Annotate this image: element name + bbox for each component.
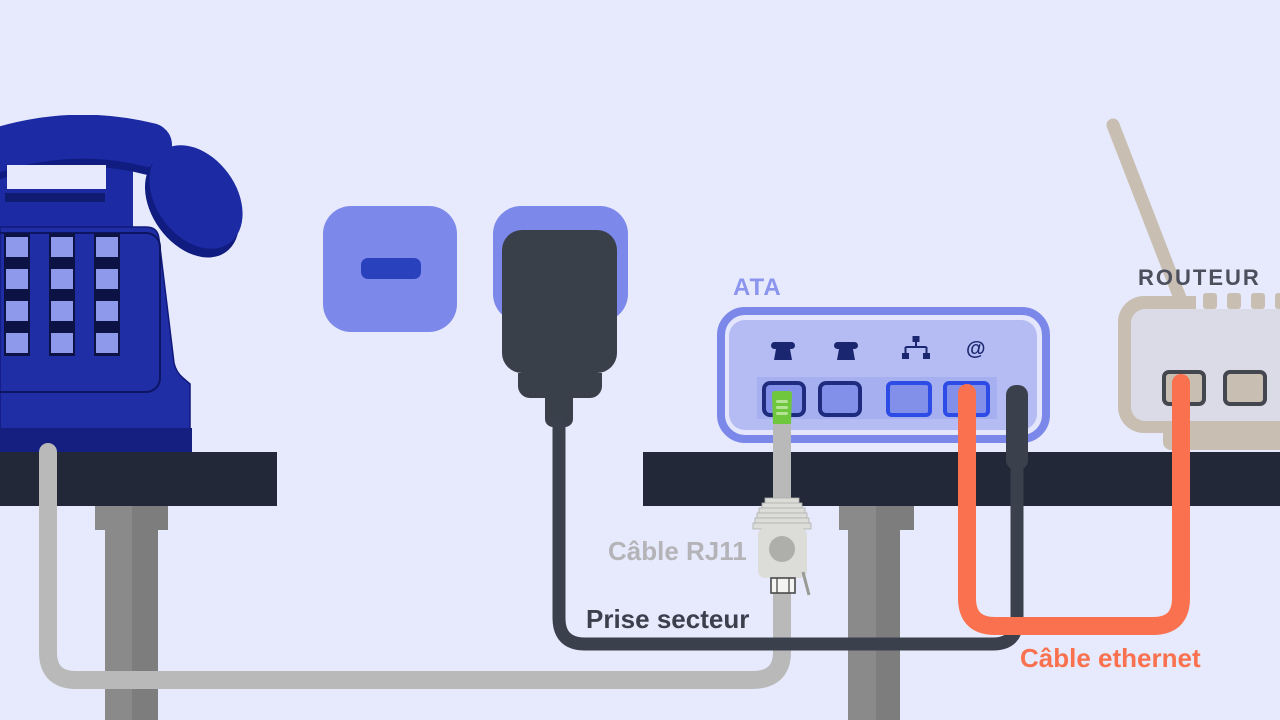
connector-latch <box>801 571 811 596</box>
table-right <box>643 452 1280 506</box>
table-left <box>0 452 277 506</box>
phone-icon <box>771 342 795 360</box>
router-vent <box>1227 293 1241 309</box>
phone-icon <box>834 342 858 360</box>
power-adapter-neck <box>545 398 573 427</box>
power-adapter <box>502 230 617 373</box>
phone-base <box>0 428 192 453</box>
power-outlet-label: Prise secteur <box>586 604 750 634</box>
router-ethernet-port-1 <box>1162 370 1206 406</box>
ata-phone-port-2 <box>818 381 862 417</box>
handset-bar <box>0 115 172 173</box>
table-right-leg-shade <box>876 530 900 720</box>
router-vent <box>1275 293 1280 309</box>
connector-hole <box>769 536 795 562</box>
router-ethernet-port-2 <box>1223 370 1267 406</box>
router-vent <box>1203 293 1217 309</box>
telephone-illustration <box>0 115 243 454</box>
ata-label: ATA <box>733 274 782 301</box>
ata-phone-port-1 <box>762 381 806 417</box>
lan-icon <box>902 336 930 359</box>
router-antenna <box>1106 118 1187 305</box>
router-vent <box>1251 293 1265 309</box>
ethernet-cable-label: Câble ethernet <box>1020 643 1201 673</box>
ata-wan-port <box>943 381 990 417</box>
table-left-leg-collar-shade <box>132 506 168 530</box>
phone-front-bar <box>5 193 105 202</box>
router-base <box>1163 431 1280 450</box>
ata-lan-port <box>886 381 932 417</box>
cradle-window <box>7 165 106 189</box>
rj11-cable-label: Câble RJ11 <box>608 536 747 566</box>
table-right-leg-collar-shade <box>876 506 914 530</box>
handset-earpiece <box>149 145 243 249</box>
rj11-connector <box>752 497 812 596</box>
power-adapter-step <box>518 373 602 398</box>
keypad <box>4 233 120 356</box>
at-icon: @ <box>966 338 986 360</box>
wall-outlet-slot <box>361 258 421 279</box>
router-label: ROUTEUR <box>1138 265 1261 290</box>
table-left-leg-shade <box>132 530 158 720</box>
